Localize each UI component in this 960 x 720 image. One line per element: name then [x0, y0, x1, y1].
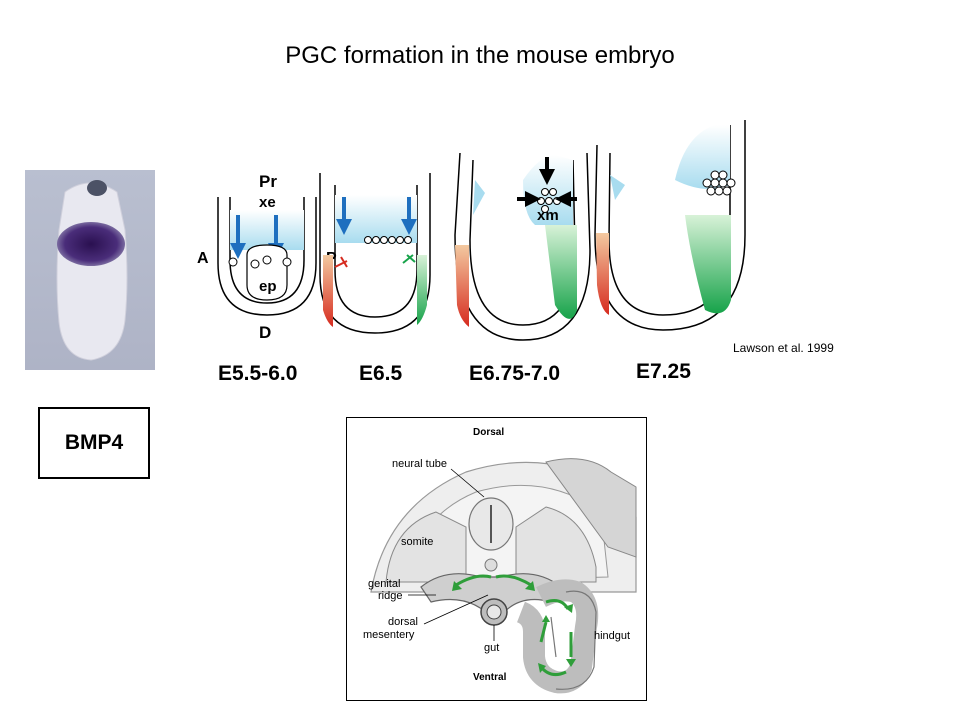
label-dorsal-mesentery-1: dorsal: [388, 616, 418, 628]
pgc-migration-diagram: Dorsal neural tube somite genital ridge …: [346, 417, 647, 701]
embryo-stage-2: [319, 173, 431, 334]
label-d: D: [259, 323, 271, 342]
label-genital-1: genital: [368, 578, 400, 590]
embryo-stage-3: xm: [454, 152, 591, 341]
page-title: PGC formation in the mouse embryo: [285, 42, 675, 69]
label-xm: xm: [537, 207, 559, 224]
label-somite: somite: [401, 536, 433, 548]
bmp4-label-box: BMP4: [38, 407, 150, 479]
label-a: A: [197, 250, 209, 267]
embryo-stage-1: Pr xe A P ep D: [197, 172, 337, 342]
label-dorsal: Dorsal: [473, 427, 504, 438]
label-pr: Pr: [259, 172, 277, 191]
label-hindgut: hindgut: [594, 630, 630, 642]
embryo-stage-4: [594, 120, 746, 331]
label-genital-2: ridge: [378, 590, 402, 602]
bmp4-embryo-photo: [25, 170, 155, 370]
label-dorsal-mesentery-2: mesentery: [363, 629, 415, 641]
label-gut: gut: [484, 642, 499, 654]
label-neural-tube: neural tube: [392, 458, 447, 470]
stage-label-2: E6.5: [359, 362, 403, 385]
label-ventral: Ventral: [473, 672, 507, 683]
citation: Lawson et al. 1999: [733, 341, 834, 355]
stage-label-4: E7.25: [636, 360, 691, 383]
embryo-stages-diagram: Pr xe A P ep D xm: [197, 120, 746, 342]
stage-label-1: E5.5-6.0: [218, 362, 298, 385]
label-ep: ep: [259, 278, 277, 295]
stage-label-3: E6.75-7.0: [469, 362, 561, 385]
label-xe: xe: [259, 194, 276, 211]
